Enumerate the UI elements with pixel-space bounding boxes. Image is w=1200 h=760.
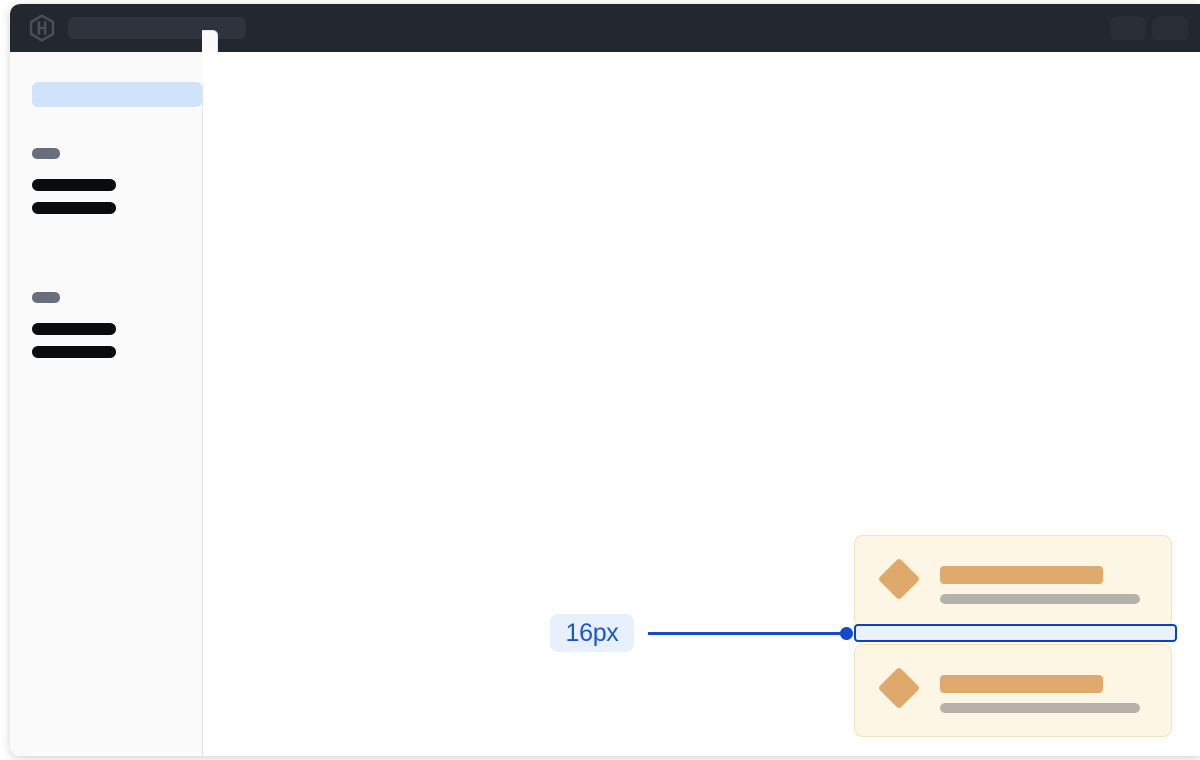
- sidebar-group-1: [32, 148, 116, 214]
- sidebar-group-label: [32, 148, 60, 159]
- content-card[interactable]: [854, 644, 1172, 737]
- sidebar-item-2-2[interactable]: [32, 346, 116, 358]
- sidebar-item-1-2[interactable]: [32, 202, 116, 214]
- measure-anchor-dot: [840, 627, 853, 640]
- card-stack: [854, 535, 1174, 737]
- sidebar-group-2: [32, 292, 116, 358]
- diamond-icon: [877, 666, 921, 710]
- spacing-indicator: [854, 624, 1177, 642]
- header-chip-icon-2[interactable]: [1152, 16, 1188, 40]
- card-subtitle-placeholder: [940, 703, 1140, 713]
- main-canvas: 16px: [203, 52, 1200, 756]
- sidebar-group-label: [32, 292, 60, 303]
- sidebar-item-2-1[interactable]: [32, 323, 116, 335]
- app-window: 16px: [10, 4, 1200, 756]
- measure-value-label: 16px: [550, 614, 634, 652]
- diamond-icon: [877, 557, 921, 601]
- sidebar: [10, 52, 203, 756]
- content-card[interactable]: [854, 535, 1172, 628]
- header-bar: [10, 4, 1200, 52]
- sidebar-item-active[interactable]: [32, 82, 202, 107]
- card-title-placeholder: [940, 675, 1103, 693]
- measure-leader-line: [648, 632, 848, 635]
- sidebar-item-1-1[interactable]: [32, 179, 116, 191]
- hashicorp-hexagon-logo-icon[interactable]: [28, 14, 56, 42]
- search-input[interactable]: [68, 17, 246, 39]
- header-chip-icon-1[interactable]: [1110, 16, 1146, 40]
- card-subtitle-placeholder: [940, 594, 1140, 604]
- card-title-placeholder: [940, 566, 1103, 584]
